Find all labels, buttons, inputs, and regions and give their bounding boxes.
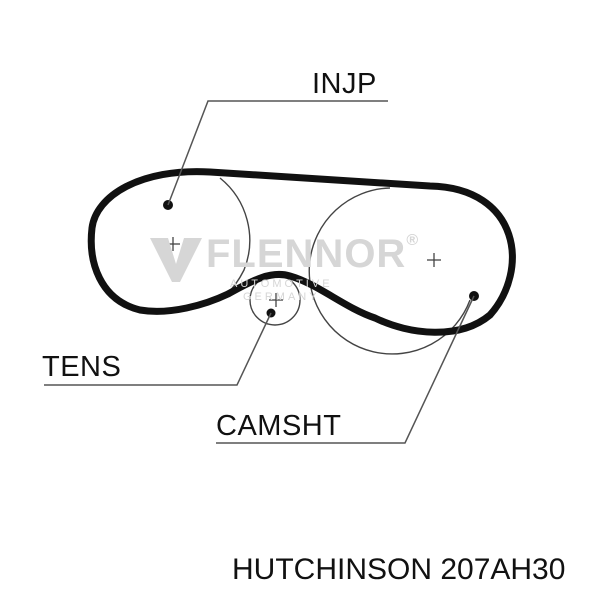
timing-belt	[87, 168, 516, 336]
injection-pump-pulley	[219, 177, 251, 297]
tensioner-center-mark	[269, 293, 283, 307]
camshaft-pulley	[308, 187, 471, 355]
injp-leader-line	[167, 100, 388, 206]
tens-label: TENS	[42, 351, 122, 383]
camsht-leader-line	[216, 295, 475, 444]
injection-pump-center-mark	[166, 237, 180, 251]
camsht-label: CAMSHT	[216, 410, 342, 442]
part-number-caption: HUTCHINSON 207AH30	[232, 553, 566, 586]
camshaft-center-mark	[427, 253, 441, 267]
tens-leader-line	[44, 312, 272, 386]
injp-label: INJP	[312, 68, 377, 100]
